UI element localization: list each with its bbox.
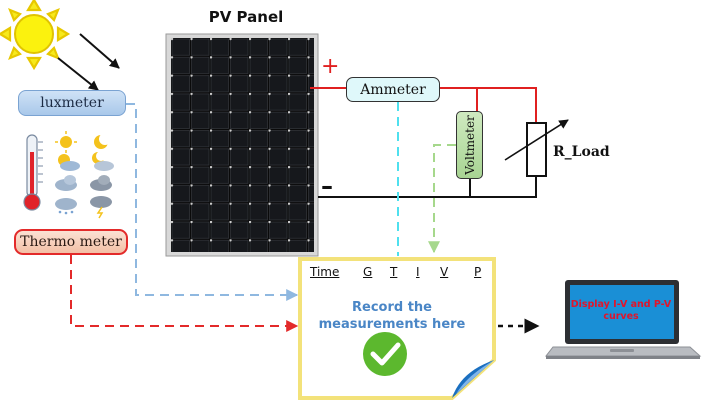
positive-terminal-label: +: [321, 54, 340, 79]
display-line-2: curves: [603, 311, 639, 322]
column-t: T: [390, 265, 398, 279]
load-resistor: [504, 119, 569, 177]
load-label: R_Load: [553, 144, 610, 160]
circuit-wires: [310, 87, 537, 198]
partly-cloudy-icon: [58, 154, 80, 171]
column-v: V: [440, 265, 449, 279]
sun-small-icon: [55, 131, 77, 153]
voltmeter-label: Voltmeter: [462, 115, 477, 175]
record-line-1: Record the: [352, 300, 432, 315]
cloud-icon: [55, 175, 77, 191]
thermo-link: [70, 255, 299, 332]
laptop-screen-text: Display I-V and P-V curves: [567, 299, 675, 323]
thermometer-box: Thermo meter: [14, 229, 128, 255]
weather-icons: [12, 128, 126, 219]
pv-panel-title: PV Panel: [208, 8, 284, 26]
record-columns: Time G T I V P: [310, 265, 486, 283]
lux-link: [126, 103, 299, 301]
luxmeter-label: luxmeter: [40, 95, 104, 111]
thermometer-icon: [23, 134, 43, 211]
sun-icon: [0, 0, 71, 71]
display-line-1: Display I-V and P-V: [570, 299, 672, 310]
pv-panel: [165, 33, 319, 257]
ammeter-box: Ammeter: [346, 77, 440, 102]
record-sheet: [298, 257, 496, 400]
sun-ray-arrow: [79, 33, 120, 69]
night-cloud-icon: [92, 151, 114, 171]
moon-icon: [94, 133, 111, 149]
column-p: P: [474, 265, 482, 279]
luxmeter-box: luxmeter: [18, 90, 126, 116]
column-i: I: [416, 265, 420, 279]
cloud-dark-icon: [90, 175, 112, 191]
storm-cloud-icon: [90, 196, 112, 219]
sun-ray-arrow: [57, 57, 99, 91]
negative-terminal-label: –: [321, 172, 333, 200]
record-line-2: measurements here: [318, 317, 466, 332]
ammeter-label: Ammeter: [360, 81, 426, 98]
voltmeter-link: [428, 144, 456, 254]
thermometer-label: Thermo meter: [20, 234, 122, 250]
voltmeter-box: Voltmeter: [456, 111, 483, 179]
check-icon: [363, 332, 407, 376]
column-time: Time: [310, 265, 340, 279]
snow-cloud-icon: [55, 198, 77, 215]
record-instructions: Record the measurements here: [318, 299, 466, 333]
column-g: G: [363, 265, 373, 279]
laptop-icon: [544, 280, 702, 359]
